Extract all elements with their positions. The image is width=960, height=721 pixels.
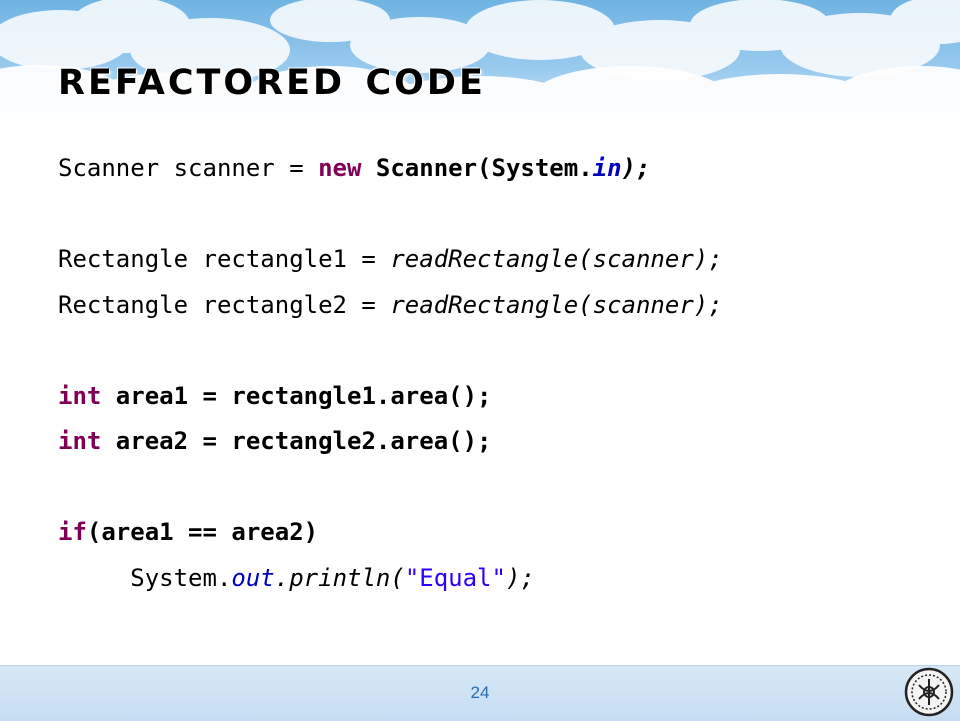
code-text: area2 = rectangle2.area(); [101, 427, 492, 455]
blank-line [58, 465, 938, 511]
code-text: Scanner(System. [361, 154, 593, 182]
field-token: out [231, 563, 275, 592]
footer-bar [0, 665, 960, 721]
code-text: ); [621, 154, 651, 182]
keyword-token: int [58, 381, 102, 410]
field-token: in [592, 154, 622, 182]
keyword-token: int [58, 427, 102, 455]
code-text: area1 = rectangle1.area(); [101, 381, 492, 410]
code-text: (area1 == area2) [86, 518, 319, 546]
method-call-token: .println( [274, 563, 405, 592]
method-call-token: readRectangle(scanner); [390, 290, 723, 319]
code-block: Scanner scanner = new Scanner(System.in)… [58, 146, 938, 601]
string-token: "Equal" [404, 563, 506, 592]
clouds-illustration [0, 0, 960, 130]
blank-line [58, 328, 938, 374]
code-line-6: if(area1 == area2) [58, 510, 938, 556]
code-line-7: System.out.println("Equal"); [58, 556, 938, 602]
code-indent [58, 564, 130, 592]
page-number: 24 [470, 683, 490, 702]
method-call-token: readRectangle(scanner); [390, 245, 723, 273]
code-line-5: int area2 = rectangle2.area(); [58, 419, 938, 465]
university-seal-icon [904, 667, 954, 717]
code-line-1: Scanner scanner = new Scanner(System.in)… [58, 146, 938, 192]
blank-line [58, 192, 938, 238]
code-line-4: int area1 = rectangle1.area(); [58, 374, 938, 420]
code-line-2: Rectangle rectangle1 = readRectangle(sca… [58, 237, 938, 283]
slide-title: Refactored Code [58, 48, 486, 106]
code-text: ); [505, 563, 535, 592]
code-text: Rectangle rectangle1 = [58, 245, 391, 273]
code-text: Rectangle rectangle2 = [58, 290, 391, 319]
cloud-sky-background [0, 0, 960, 130]
keyword-token: new [318, 154, 362, 182]
keyword-token: if [58, 518, 87, 546]
code-line-3: Rectangle rectangle2 = readRectangle(sca… [58, 283, 938, 329]
code-text: Scanner scanner = [58, 154, 319, 182]
code-text: System. [130, 563, 232, 592]
